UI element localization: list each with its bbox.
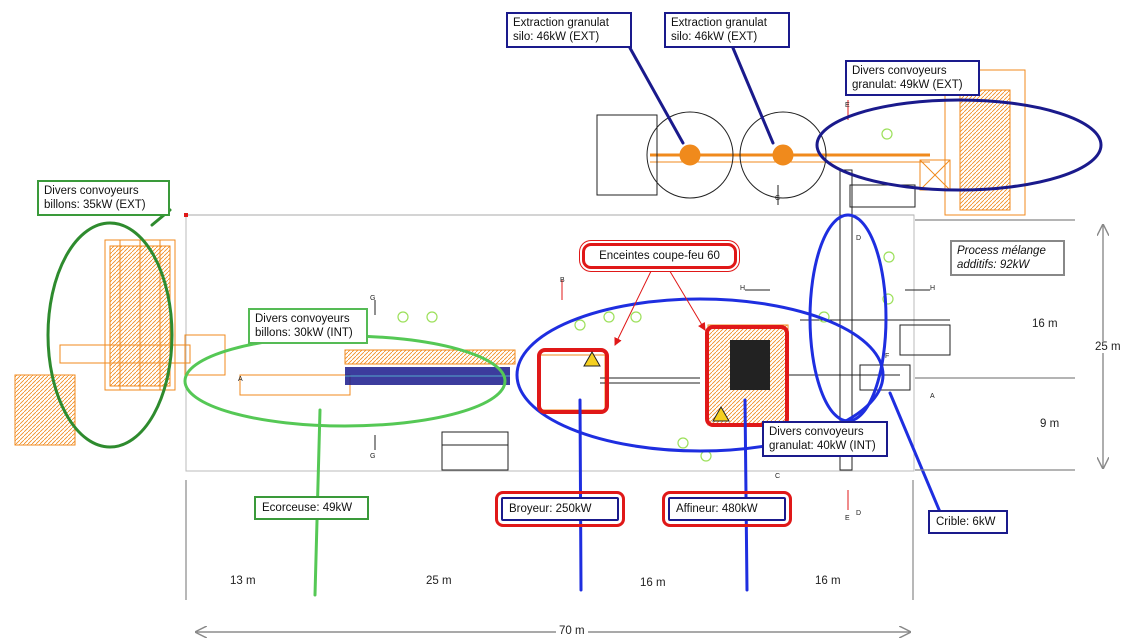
- label-line: billons: 35kW (EXT): [44, 199, 146, 211]
- label-line: Extraction granulat: [671, 17, 767, 29]
- svg-text:B: B: [560, 277, 565, 284]
- label-crible: Crible: 6kW: [928, 510, 1008, 534]
- dim-16m-b: 16 m: [815, 575, 841, 587]
- label-affineur: Affineur: 480kW: [662, 491, 792, 527]
- svg-text:H: H: [740, 285, 745, 292]
- svg-text:A: A: [238, 376, 243, 383]
- svg-text:F: F: [885, 353, 889, 360]
- svg-text:H: H: [930, 285, 935, 292]
- pointer-lines: [150, 46, 942, 597]
- svg-text:E: E: [845, 102, 850, 109]
- label-extraction-silo-1: Extraction granulat silo: 46kW (EXT): [506, 12, 632, 48]
- label-line: silo: 46kW (EXT): [513, 31, 600, 43]
- zone-billons-ext: [46, 221, 174, 449]
- silo-outlines: [596, 111, 916, 208]
- label-line: additifs: 92kW: [957, 259, 1030, 271]
- fire-enclosures: [537, 325, 789, 427]
- dim-13m: 13 m: [230, 575, 256, 587]
- label-line: Broyeur: 250kW: [509, 503, 592, 515]
- label-line: Crible: 6kW: [936, 516, 996, 528]
- label-line: Process mélange: [957, 245, 1046, 257]
- label-line: Divers convoyeurs: [769, 426, 864, 438]
- main-process-line: [239, 169, 951, 471]
- section-marks: G G A A B C C D D E E F H H: [238, 100, 935, 522]
- zone-granulat-ext: [815, 98, 1103, 192]
- label-convoyeurs-granulat-ext: Divers convoyeurs granulat: 49kW (EXT): [845, 60, 980, 96]
- svg-text:E: E: [845, 515, 850, 522]
- label-convoyeurs-granulat-int: Divers convoyeurs granulat: 40kW (INT): [762, 421, 888, 457]
- label-enceintes-coupe-feu: Enceintes coupe-feu 60: [582, 243, 737, 269]
- svg-text:G: G: [370, 295, 375, 302]
- dim-16m-a: 16 m: [640, 577, 666, 589]
- fan-markers: [397, 128, 895, 462]
- label-ecorceuse: Ecorceuse: 49kW: [254, 496, 369, 520]
- zone-ellipses: [46, 98, 1103, 453]
- label-line: billons: 30kW (INT): [255, 327, 353, 339]
- label-convoyeurs-billons-ext: Divers convoyeurs billons: 35kW (EXT): [37, 180, 170, 216]
- label-broyeur: Broyeur: 250kW: [495, 491, 625, 527]
- label-line: Divers convoyeurs: [255, 313, 350, 325]
- dim-16m-height: 16 m: [1032, 318, 1058, 330]
- zone-broyeur-affineur: [515, 297, 885, 453]
- building-outline: [184, 213, 915, 472]
- label-line: granulat: 40kW (INT): [769, 440, 876, 452]
- dim-25m-height: 25 m: [1093, 341, 1123, 353]
- warning-icons: [583, 350, 730, 422]
- label-line: silo: 46kW (EXT): [671, 31, 758, 43]
- dim-70m: 70 m: [556, 625, 588, 637]
- billons-conveyor-ext-equipment: [14, 239, 226, 446]
- svg-text:A: A: [930, 393, 935, 400]
- label-line: Divers convoyeurs: [44, 185, 139, 197]
- label-line: granulat: 49kW (EXT): [852, 79, 963, 91]
- dim-9m-height: 9 m: [1040, 418, 1060, 430]
- label-convoyeurs-billons-int: Divers convoyeurs billons: 30kW (INT): [248, 308, 368, 344]
- label-line: Extraction granulat: [513, 17, 609, 29]
- label-line: Ecorceuse: 49kW: [262, 502, 353, 514]
- label-line: Divers convoyeurs: [852, 65, 947, 77]
- svg-text:G: G: [370, 453, 375, 460]
- dim-25m: 25 m: [426, 575, 452, 587]
- label-extraction-silo-2: Extraction granulat silo: 46kW (EXT): [664, 12, 790, 48]
- svg-text:D: D: [856, 235, 861, 242]
- svg-text:C: C: [775, 195, 780, 202]
- svg-text:C: C: [775, 473, 780, 480]
- label-line: Affineur: 480kW: [676, 503, 758, 515]
- label-line: Enceintes coupe-feu 60: [599, 250, 720, 262]
- svg-text:D: D: [856, 510, 861, 517]
- label-process-melange: Process mélange additifs: 92kW: [950, 240, 1065, 276]
